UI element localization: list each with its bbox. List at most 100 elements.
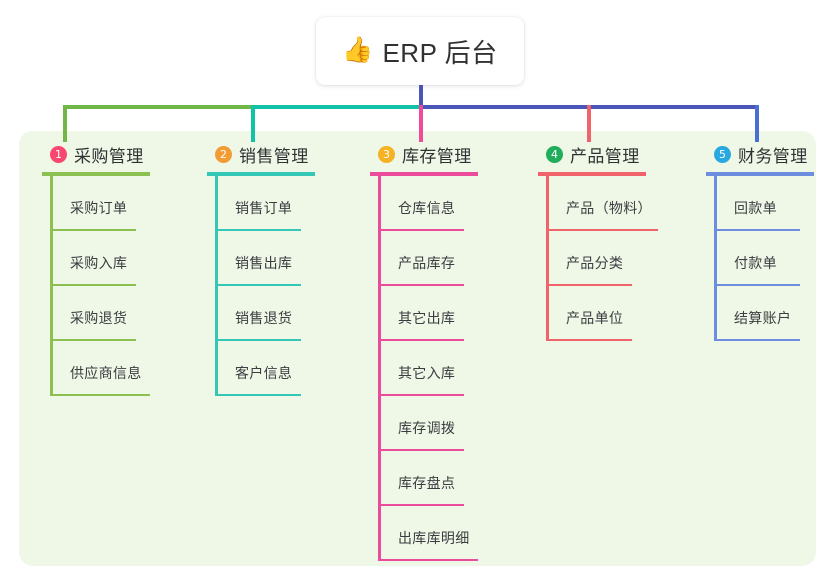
root-node[interactable]: 👍 ERP 后台 (316, 17, 524, 85)
green-bar (63, 105, 251, 109)
leaf-item[interactable]: 销售出库 (207, 231, 315, 286)
branch-number-badge: 4 (546, 145, 563, 163)
branch-spine (215, 176, 218, 396)
root-stem-connector (419, 85, 423, 107)
branch-column-sales: 2 销售管理销售订单销售出库销售退货客户信息 (207, 142, 315, 396)
branch-underline (538, 172, 646, 176)
leaf-item-label: 仓库信息 (398, 200, 456, 216)
leaf-item[interactable]: 其它入库 (370, 341, 478, 396)
branch-title: 库存管理 (402, 146, 472, 166)
leaf-item-underline (378, 229, 464, 231)
leaf-item-label: 采购订单 (70, 200, 128, 216)
branch-spine (378, 176, 381, 561)
leaf-item[interactable]: 仓库信息 (370, 176, 478, 231)
leaf-item[interactable]: 付款单 (706, 231, 814, 286)
drop-branch-5 (755, 105, 759, 142)
leaf-item-underline (378, 504, 464, 506)
leaf-item[interactable]: 产品（物料） (538, 176, 658, 231)
leaf-item-label: 产品单位 (566, 310, 624, 326)
leaf-item-underline (714, 339, 800, 341)
leaf-item-underline (215, 284, 301, 286)
leaf-item[interactable]: 采购入库 (42, 231, 150, 286)
leaf-item[interactable]: 供应商信息 (42, 341, 150, 396)
leaf-item-label: 产品分类 (566, 255, 624, 271)
branch-spine (546, 176, 549, 341)
leaf-item-label: 产品库存 (398, 255, 456, 271)
leaf-item[interactable]: 采购退货 (42, 286, 150, 341)
branch-column-product: 4 产品管理产品（物料） 产品分类产品单位 (538, 142, 658, 341)
diagram-background-panel (19, 131, 816, 566)
leaf-item-underline (50, 339, 136, 341)
branch-number-badge: 5 (714, 145, 731, 163)
leaf-item-underline (546, 229, 658, 231)
branch-column-purchase: 1 采购管理采购订单采购入库采购退货供应商信息 (42, 142, 150, 396)
leaf-item[interactable]: 销售订单 (207, 176, 315, 231)
leaf-item-label: 其它入库 (398, 365, 456, 381)
branch-items-product: 产品（物料） 产品分类产品单位 (538, 176, 658, 341)
branch-items-sales: 销售订单销售出库销售退货客户信息 (207, 176, 315, 396)
leaf-item[interactable]: 其它出库 (370, 286, 478, 341)
leaf-item-underline (50, 284, 136, 286)
branch-header-finance[interactable]: 5 财务管理 (706, 142, 814, 166)
leaf-item-underline (378, 284, 464, 286)
leaf-item-label: 出库库明细 (398, 530, 470, 546)
leaf-item-label: 采购入库 (70, 255, 128, 271)
leaf-item[interactable]: 销售退货 (207, 286, 315, 341)
branch-items-finance: 回款单付款单结算账户 (706, 176, 814, 341)
leaf-item[interactable]: 出库库明细 (370, 506, 478, 561)
branch-header-sales[interactable]: 2 销售管理 (207, 142, 315, 166)
branch-spine (50, 176, 53, 396)
leaf-item-underline (50, 229, 136, 231)
leaf-item[interactable]: 回款单 (706, 176, 814, 231)
thumbs-up-icon: 👍 (342, 35, 374, 64)
branch-underline (370, 172, 478, 176)
branch-underline (207, 172, 315, 176)
drop-branch-4 (587, 105, 591, 142)
branch-header-purchase[interactable]: 1 采购管理 (42, 142, 150, 166)
branch-column-finance: 5 财务管理回款单付款单结算账户 (706, 142, 814, 341)
leaf-item-underline (215, 229, 301, 231)
leaf-item[interactable]: 结算账户 (706, 286, 814, 341)
leaf-item-label: 产品（物料） (566, 200, 652, 216)
leaf-item[interactable]: 产品库存 (370, 231, 478, 286)
branch-underline (706, 172, 814, 176)
drop-branch-1 (63, 105, 67, 142)
drop-branch-2 (251, 105, 255, 142)
leaf-item[interactable]: 客户信息 (207, 341, 315, 396)
branch-title: 采购管理 (74, 146, 144, 166)
leaf-item-label: 销售订单 (235, 200, 293, 216)
branch-number-badge: 2 (215, 145, 232, 163)
branch-header-product[interactable]: 4 产品管理 (538, 142, 646, 166)
leaf-item-underline (714, 229, 800, 231)
branch-spine (714, 176, 717, 341)
leaf-item-label: 其它出库 (398, 310, 456, 326)
leaf-item-underline (215, 394, 301, 396)
branch-title: 财务管理 (738, 146, 808, 166)
branch-underline (42, 172, 150, 176)
branch-number-badge: 1 (50, 145, 67, 163)
leaf-item[interactable]: 库存调拨 (370, 396, 478, 451)
leaf-item-label: 客户信息 (235, 365, 293, 381)
leaf-item-underline (378, 449, 464, 451)
branch-items-inventory: 仓库信息产品库存其它出库其它入库库存调拨库存盘点出库库明细 (370, 176, 478, 561)
leaf-item[interactable]: 采购订单 (42, 176, 150, 231)
branch-title: 销售管理 (239, 146, 309, 166)
leaf-item-label: 库存盘点 (398, 475, 456, 491)
root-node-title: ERP 后台 (382, 37, 498, 68)
leaf-item-underline (546, 339, 632, 341)
leaf-item[interactable]: 产品单位 (538, 286, 646, 341)
leaf-item-underline (546, 284, 632, 286)
leaf-item-label: 库存调拨 (398, 420, 456, 436)
leaf-item-label: 回款单 (734, 200, 777, 216)
branch-items-purchase: 采购订单采购入库采购退货供应商信息 (42, 176, 150, 396)
leaf-item[interactable]: 库存盘点 (370, 451, 478, 506)
leaf-item-label: 付款单 (734, 255, 777, 271)
leaf-item-label: 结算账户 (734, 310, 792, 326)
branch-title: 产品管理 (570, 146, 640, 166)
drop-branch-3 (419, 105, 423, 142)
leaf-item-underline (378, 394, 464, 396)
leaf-item[interactable]: 产品分类 (538, 231, 646, 286)
leaf-item-underline (215, 339, 301, 341)
